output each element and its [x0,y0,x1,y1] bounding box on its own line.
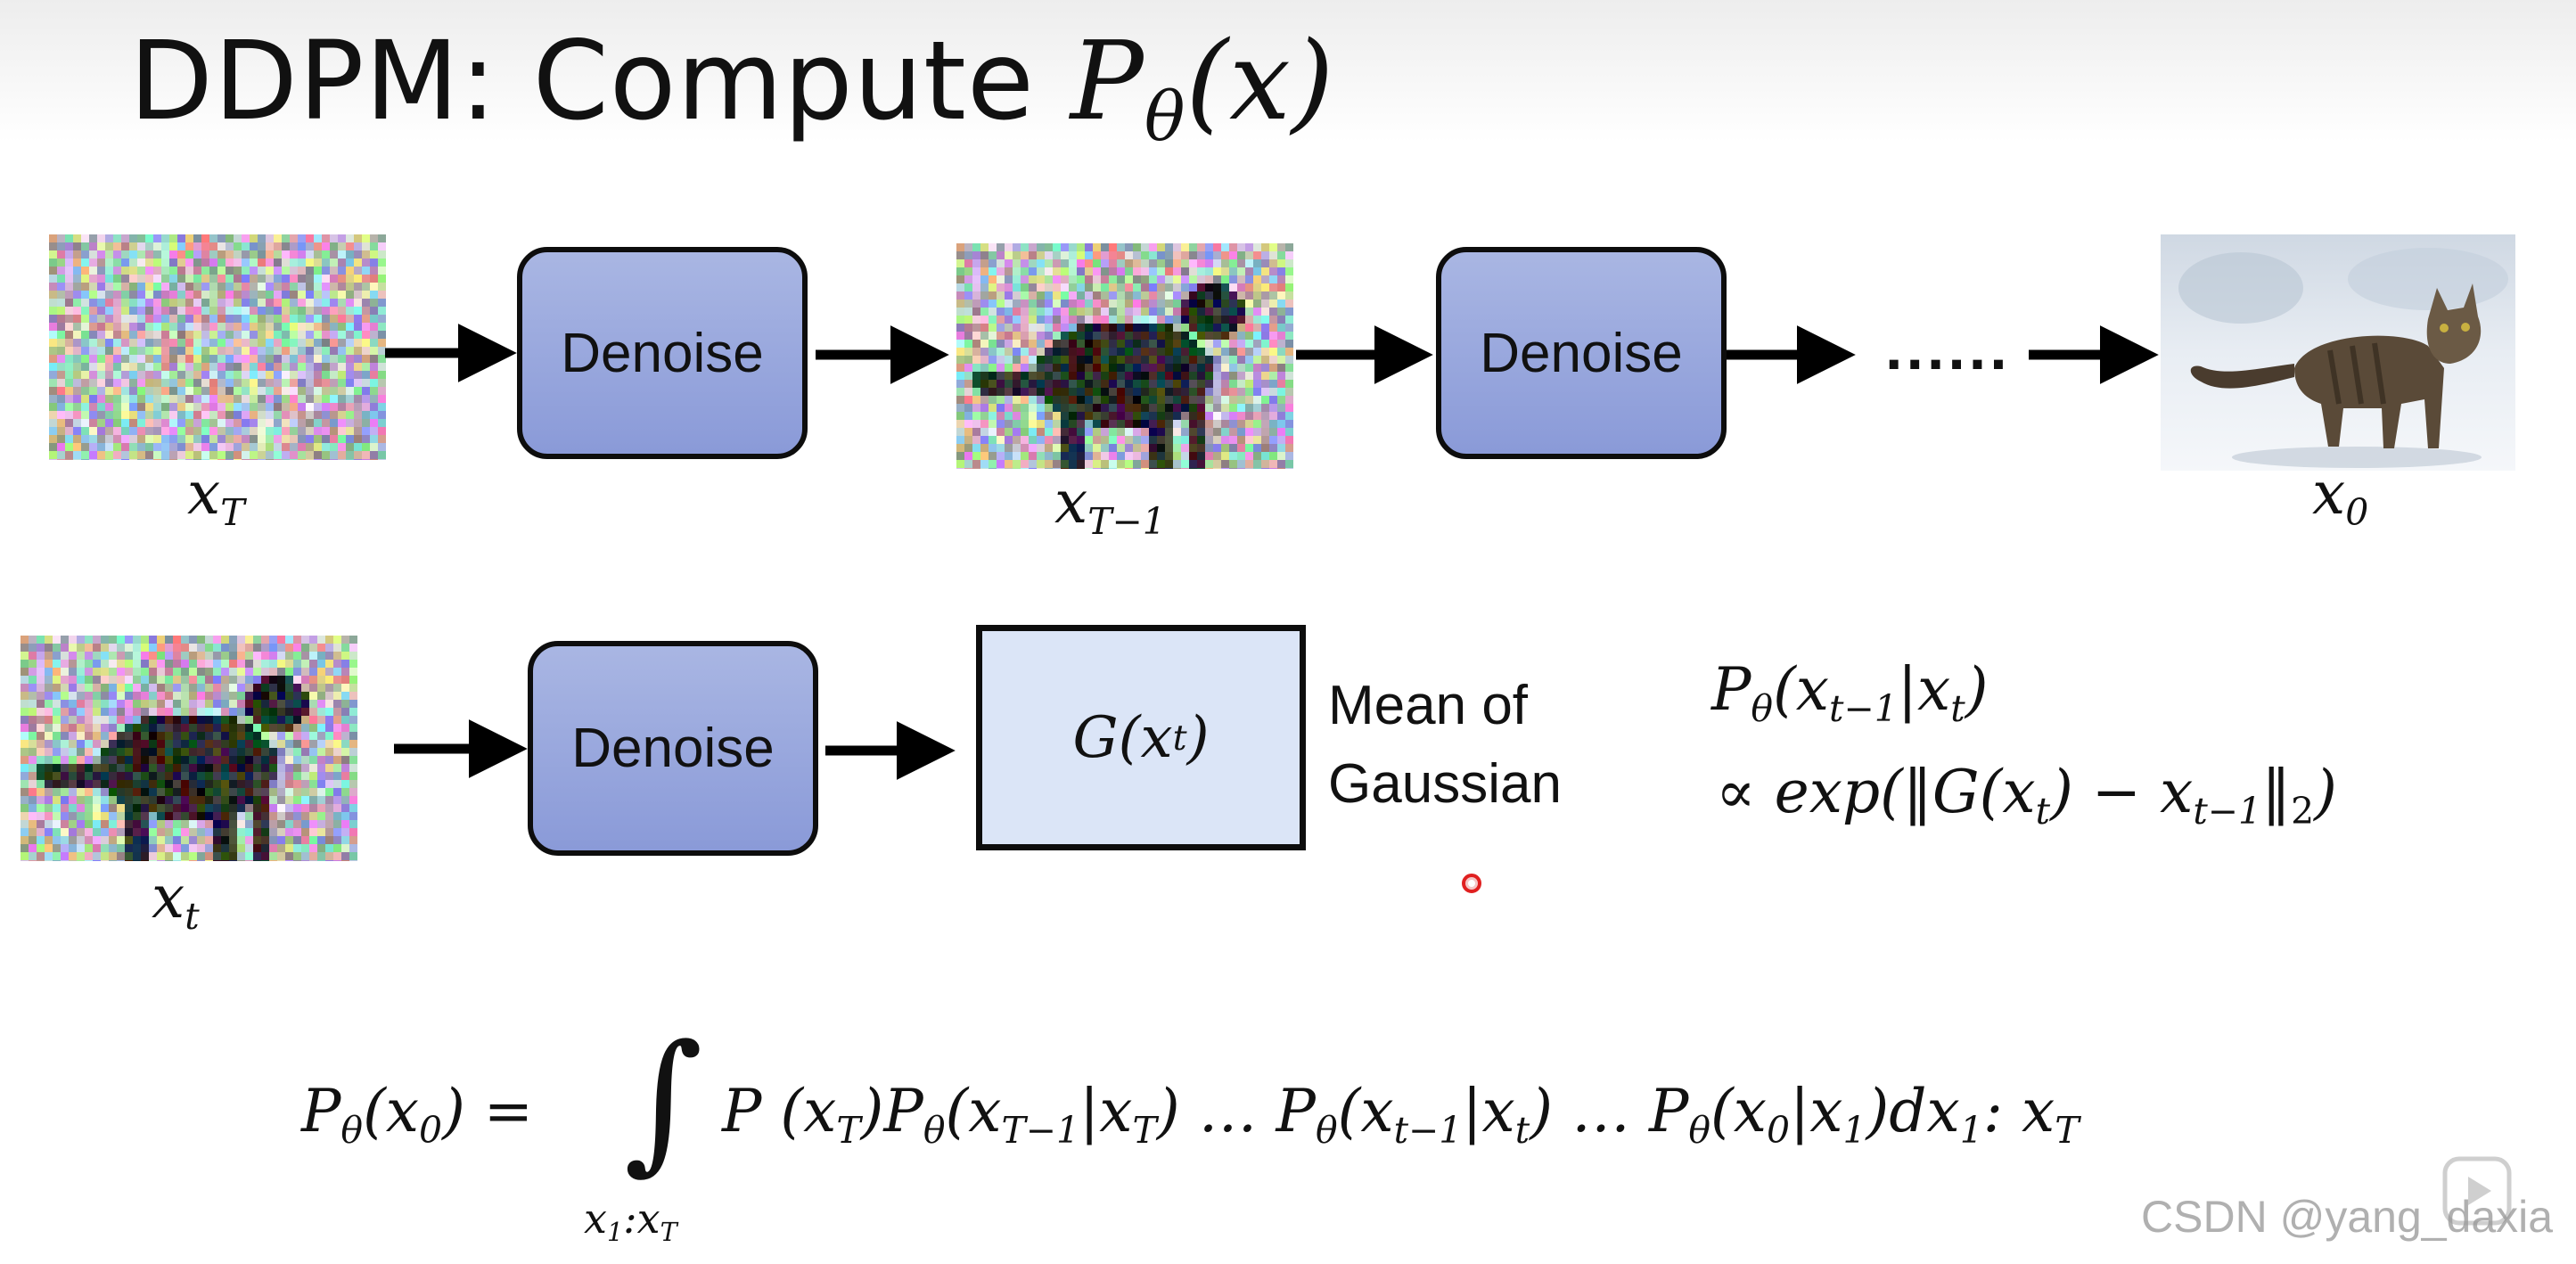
gaussian-caption: Mean of Gaussian [1328,675,1562,815]
label-xt: xt [152,863,200,939]
ellipsis: ...... [1885,313,2011,382]
title-math: Pθ(x) [1070,18,1335,157]
integral-sign: ∫ [624,1013,703,1189]
denoise-box-2: Denoise [1436,247,1727,459]
watermark: CSDN @yang_daxia [2141,1192,2554,1242]
title-text: DDPM: Compute [129,18,1035,144]
proportional-expression: ∝ exp(‖G(xt) − xt−1‖2) [1716,758,2337,833]
video-play-icon [2442,1156,2512,1226]
cat-image-x0 [2161,234,2515,471]
integral-limits: x1:xT [584,1194,677,1248]
marginal-likelihood-lhs: Pθ(x0) = [301,1077,534,1153]
denoise-box-1: Denoise [517,247,808,459]
noise-image-xT [49,234,386,460]
slide-title: DDPM: Compute Pθ(x) [129,27,1334,152]
label-x0: x0 [2312,459,2369,535]
marginal-likelihood-rhs: P (xT)Pθ(xT−1|xT) … Pθ(xt−1|xt) … Pθ(x0|… [722,1077,2080,1153]
noisy-cat-image-xT-1 [956,243,1293,469]
laser-pointer-icon [1462,874,1481,893]
conditional-probability: Pθ(xt−1|xt) [1711,655,1989,731]
denoise-box-3: Denoise [528,641,818,856]
noisy-cat-image-xt [21,636,357,861]
label-xT: xT [187,459,245,535]
label-xT-minus-1: xT−1 [1054,468,1166,544]
